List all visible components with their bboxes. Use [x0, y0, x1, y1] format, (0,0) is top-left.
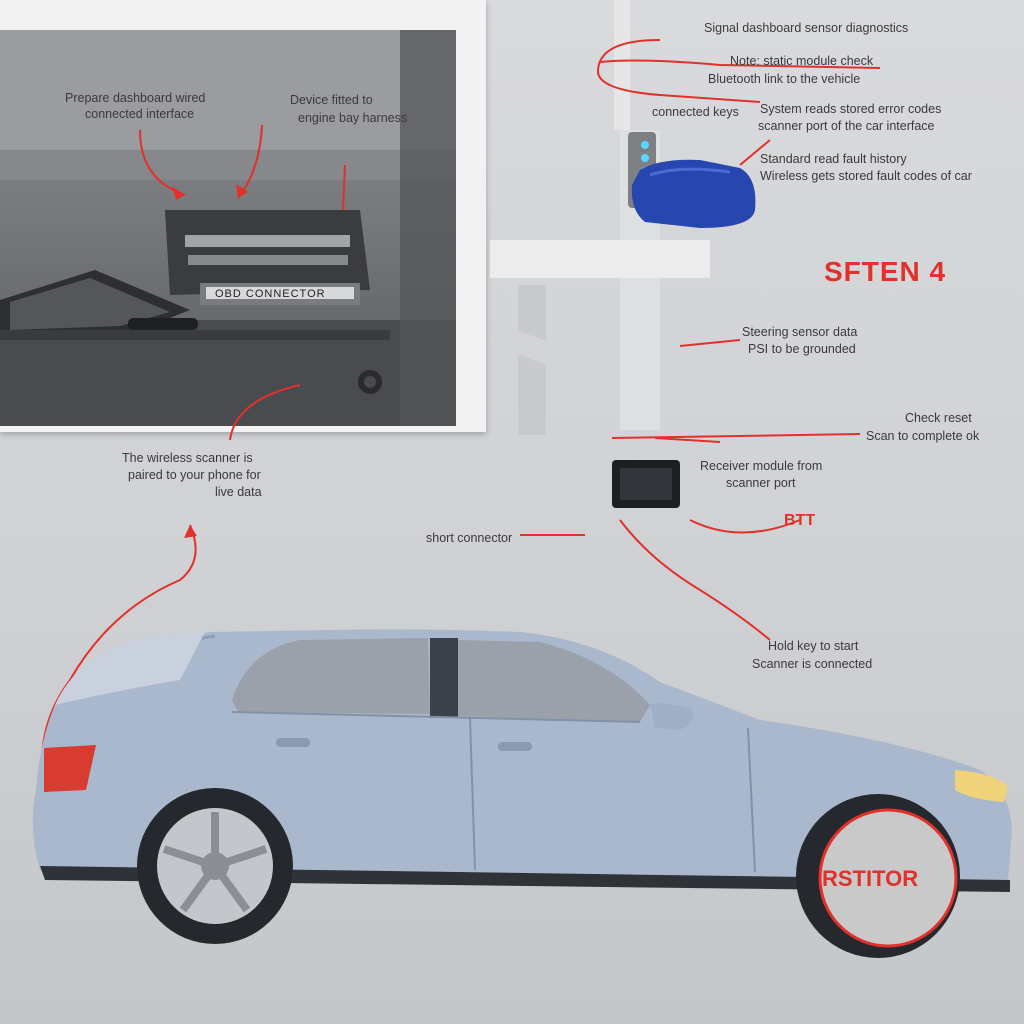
annotation-a5-line1: Standard read fault history	[760, 152, 907, 166]
red-annotation-lines	[40, 39, 881, 771]
annotation-a6-line2: PSI to be grounded	[748, 342, 856, 356]
dash-strip-label: OBD CONNECTOR	[215, 288, 326, 300]
photo-annotation-bottom-line3: live data	[215, 485, 262, 499]
photo-annotation-bottom-line2: paired to your phone for	[128, 468, 261, 482]
bluetooth-dongle	[631, 159, 756, 228]
annotation-a6-line1: Steering sensor data	[742, 325, 858, 339]
photo-annotation-bottom-line1: The wireless scanner is	[122, 451, 253, 465]
photo-annotation-top-left-line2: connected interface	[85, 107, 195, 121]
annotation-a7-line2: Scan to complete ok	[866, 429, 980, 443]
annotation-a9: short connector	[426, 531, 513, 545]
system-title-label: SFTEN 4	[824, 256, 947, 287]
photo-annotation-top-right-line2: engine bay harness	[298, 111, 408, 125]
annotation-a5-line2: Wireless gets stored fault codes of car	[760, 169, 972, 183]
annotation-a2-line1: Note: static module check	[730, 54, 874, 68]
annotation-a10-line1: Hold key to start	[768, 639, 859, 653]
annotation-a2-line2: Bluetooth link to the vehicle	[708, 72, 861, 86]
wheel-badge	[818, 808, 958, 948]
mount-arm	[490, 240, 710, 278]
annotation-a4-line1: System reads stored error codes	[760, 102, 942, 116]
box-label: BTT	[784, 512, 816, 529]
annotation-a8-line1: Receiver module from	[700, 459, 823, 473]
annotation-a4-line2: scanner port of the car interface	[758, 119, 935, 133]
photo-annotation-top-right-line1: Device fitted to	[290, 93, 373, 107]
annotation-a1: Signal dashboard sensor diagnostics	[704, 21, 909, 35]
annotation-a7-line1: Check reset	[905, 411, 972, 425]
wheel-badge-label: RSTITOR	[822, 866, 919, 891]
annotation-a3: connected keys	[652, 105, 739, 119]
photo-annotation-top-left-line1: Prepare dashboard wired	[65, 91, 206, 105]
inset-photo: OBD CONNECTOR Prepare dashboard wired co…	[0, 0, 486, 432]
annotation-a10-line2: Scanner is connected	[752, 657, 873, 671]
mount-pole	[614, 0, 630, 130]
annotation-a8-line2: scanner port	[726, 476, 796, 490]
engine-bay-illustration	[0, 30, 456, 426]
engine-bay-photo: OBD CONNECTOR	[0, 30, 456, 426]
